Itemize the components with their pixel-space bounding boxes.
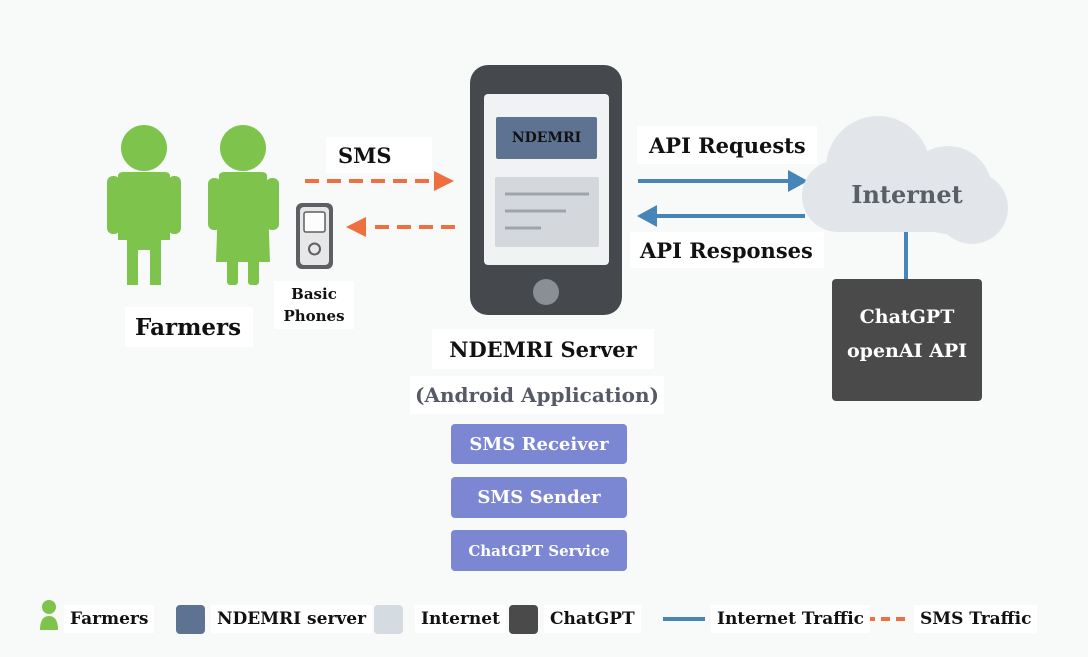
- basic-phones-label-line1: Basic: [291, 285, 337, 303]
- farmers-label: Farmers: [125, 307, 253, 347]
- legend-internet-traffic-text: Internet Traffic: [711, 605, 871, 633]
- sms-receiver-button[interactable]: SMS Receiver: [451, 424, 627, 464]
- server-title: NDEMRI Server: [432, 329, 654, 369]
- basic-phone-icon: [296, 203, 333, 269]
- chatgpt-box-label: ChatGPT openAI API: [832, 300, 982, 368]
- legend-sms-traffic-text: SMS Traffic: [914, 605, 1038, 633]
- chatgpt-service-button[interactable]: ChatGPT Service: [451, 530, 627, 571]
- internet-label: Internet: [851, 179, 963, 209]
- farmer-male-icon: [107, 125, 181, 285]
- basic-phones-label: Basic Phones: [274, 281, 354, 329]
- chatgpt-api-box: [832, 279, 982, 401]
- legend-sms-traffic: SMS Traffic: [914, 602, 1038, 636]
- legend-internet-traffic: Internet Traffic: [711, 602, 871, 636]
- chatgpt-box-line2: openAI API: [846, 340, 968, 362]
- legend-farmer-icon: [40, 600, 58, 630]
- internet-cloud-icon: [802, 116, 1008, 244]
- legend-ndemri-server: NDEMRI server: [176, 602, 373, 636]
- sms-label: SMS: [326, 137, 432, 173]
- legend-farmers: Farmers: [64, 602, 155, 636]
- legend-chatgpt: ChatGPT: [509, 602, 641, 636]
- chatgpt-box-line1: ChatGPT: [859, 306, 955, 328]
- basic-phones-label-line2: Phones: [283, 307, 345, 325]
- legend-chatgpt-swatch: [509, 604, 538, 634]
- legend-ndemri-swatch: [176, 604, 205, 634]
- api-requests-label: API Requests: [637, 126, 817, 164]
- legend-internet-text: Internet: [415, 605, 506, 633]
- legend-internet: Internet: [374, 602, 506, 636]
- legend-farmers-text: Farmers: [64, 605, 155, 633]
- legend-ndemri-text: NDEMRI server: [211, 605, 373, 633]
- server-subtitle: (Android Application): [410, 376, 664, 414]
- legend-chatgpt-text: ChatGPT: [544, 605, 641, 633]
- farmer-female-icon: [208, 125, 279, 285]
- internet-traffic-arrows: [637, 170, 808, 227]
- phone-screen-header: NDEMRI: [511, 130, 582, 146]
- api-responses-label: API Responses: [630, 232, 824, 268]
- ndemri-smartphone-icon: [470, 65, 622, 315]
- sms-sender-button[interactable]: SMS Sender: [451, 477, 627, 518]
- sms-traffic-arrows: [305, 171, 455, 237]
- legend-internet-swatch: [374, 604, 403, 634]
